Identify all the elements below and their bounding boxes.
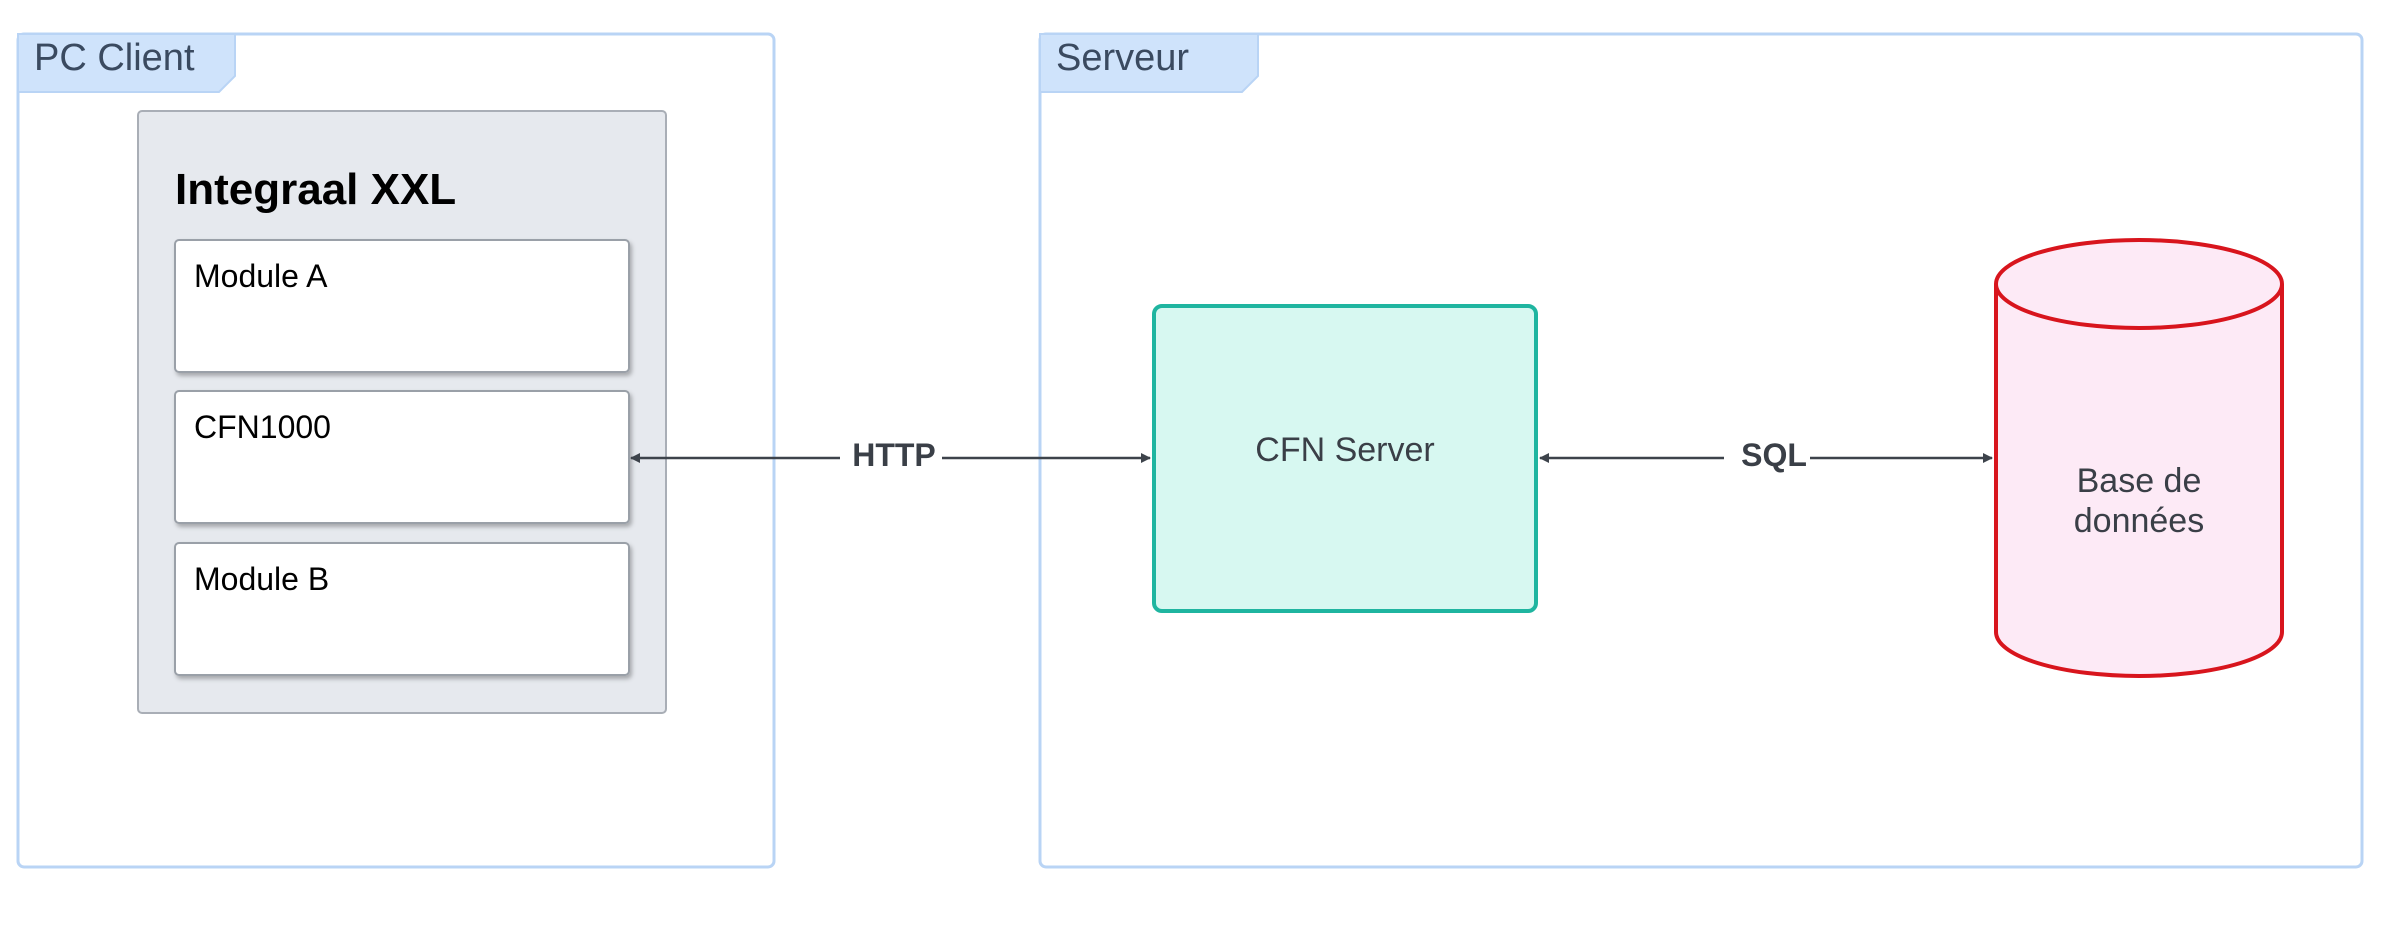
server-frame-label: Serveur	[1056, 37, 1189, 79]
http-label-background	[840, 433, 942, 479]
cfn-server-label: CFN Server	[1255, 431, 1434, 469]
module-b-shape	[174, 542, 630, 676]
module-a-shape	[174, 239, 630, 373]
http-connection: HTTP	[630, 433, 1151, 479]
database-body	[1994, 284, 2284, 678]
database-node: Base de données	[1994, 238, 2284, 678]
module-b-box: Module B	[174, 542, 630, 676]
module-a-box: Module A	[174, 239, 630, 373]
pc-client-frame-tab	[17, 33, 236, 93]
sql-label-background	[1724, 433, 1810, 479]
module-b-label: Module B	[194, 561, 329, 597]
http-label: HTTP	[852, 437, 936, 473]
database-top	[1994, 238, 2284, 330]
cfn1000-label: CFN1000	[194, 409, 331, 445]
sql-connection: SQL	[1539, 433, 1993, 479]
pc-client-frame-label: PC Client	[34, 37, 195, 79]
integraal-xxl-title: Integraal XXL	[175, 165, 456, 214]
database-label-line1: Base de	[2077, 462, 2202, 500]
integraal-xxl-group: Integraal XXL Module A CFN1000 Module B	[137, 110, 667, 714]
cfn-server-shape	[1152, 304, 1538, 613]
database-label-line2: données	[2074, 502, 2204, 540]
server-frame-tab	[1039, 33, 1259, 93]
cfn1000-box: CFN1000	[174, 390, 630, 524]
cfn-server-node: CFN Server	[1152, 304, 1538, 613]
sql-label: SQL	[1741, 437, 1807, 473]
cfn1000-shape	[174, 390, 630, 524]
module-a-label: Module A	[194, 258, 328, 294]
